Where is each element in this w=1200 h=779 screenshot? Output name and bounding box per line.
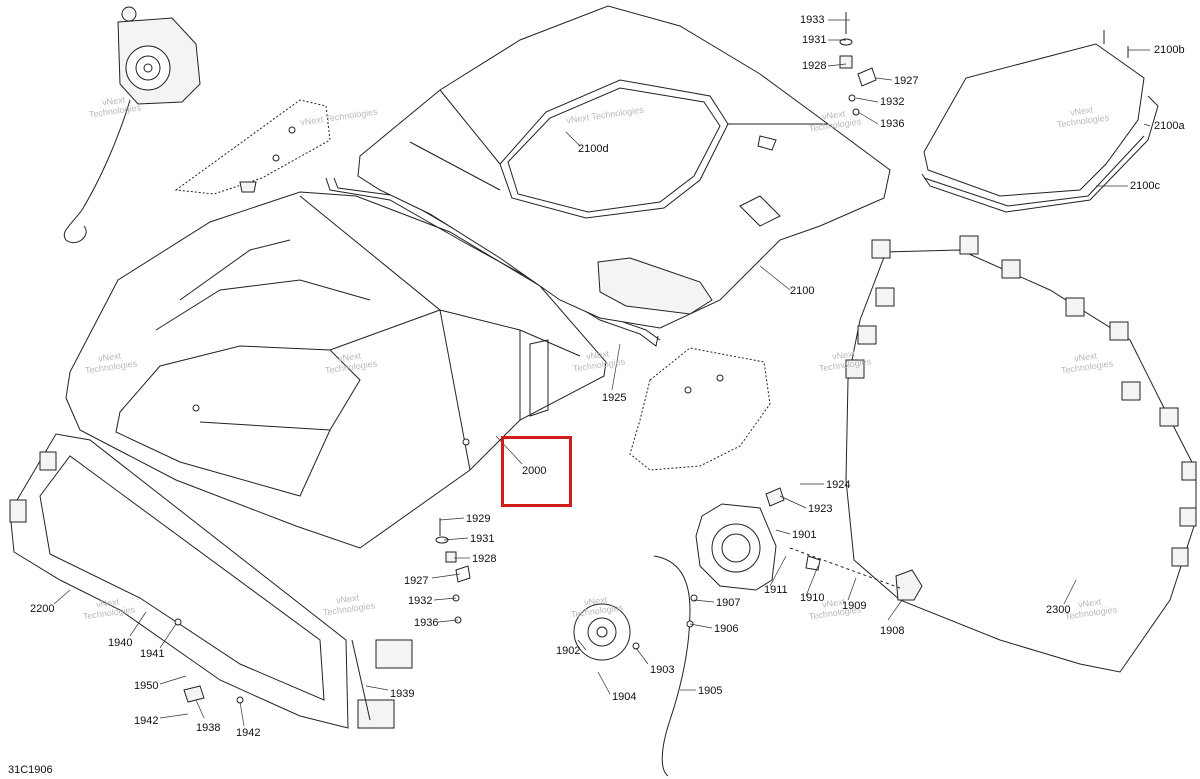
callout-1950[interactable]: 1950 xyxy=(134,680,159,692)
callout-1911[interactable]: 1911 xyxy=(764,584,788,596)
callout-1902[interactable]: 1902 xyxy=(556,645,581,657)
callout-1908[interactable]: 1908 xyxy=(880,625,905,637)
callout-1903[interactable]: 1903 xyxy=(650,664,675,676)
tweeter-1902 xyxy=(573,555,698,777)
callout-1938[interactable]: 1938 xyxy=(196,722,221,734)
callout-1905[interactable]: 1905 xyxy=(698,685,723,697)
callout-1925[interactable]: 1925 xyxy=(602,392,627,404)
callout-1907[interactable]: 1907 xyxy=(716,597,741,609)
callout-2100c[interactable]: 2100c xyxy=(1130,180,1160,192)
diagram-reference-code: 31C1906 xyxy=(8,764,53,776)
rear-roof-2100 xyxy=(357,5,891,329)
callout-1932-left[interactable]: 1932 xyxy=(408,595,433,607)
callout-2100b[interactable]: 2100b xyxy=(1154,44,1185,56)
rear-net-2300 xyxy=(845,235,1197,673)
callout-1901[interactable]: 1901 xyxy=(792,529,817,541)
callout-1942-left[interactable]: 1942 xyxy=(134,715,159,727)
callout-1932-top[interactable]: 1932 xyxy=(880,96,905,108)
roof-panel-2000 xyxy=(65,191,607,549)
callout-1923[interactable]: 1923 xyxy=(808,503,833,515)
right-speaker-pod xyxy=(629,347,771,471)
speaker-1901 xyxy=(695,487,923,601)
hardware-stack-left xyxy=(435,518,471,624)
callout-1931-top[interactable]: 1931 xyxy=(802,34,827,46)
callout-2000[interactable]: 2000 xyxy=(522,465,547,477)
speaker-pod-top-left xyxy=(63,6,201,244)
callout-1929[interactable]: 1929 xyxy=(466,513,491,525)
callout-1904[interactable]: 1904 xyxy=(612,691,637,703)
callout-1936-top[interactable]: 1936 xyxy=(880,118,905,130)
callout-1924[interactable]: 1924 xyxy=(826,479,851,491)
callout-1927-top[interactable]: 1927 xyxy=(894,75,919,87)
callout-1906[interactable]: 1906 xyxy=(714,623,739,635)
hardware-stack-top xyxy=(839,12,1129,116)
left-vent-panel xyxy=(174,99,331,195)
callout-1941[interactable]: 1941 xyxy=(140,648,165,660)
callout-2200[interactable]: 2200 xyxy=(30,603,55,615)
callout-1909[interactable]: 1909 xyxy=(842,600,867,612)
highlight-box-2000[interactable] xyxy=(501,436,572,507)
callout-1939[interactable]: 1939 xyxy=(390,688,415,700)
callout-1927-left[interactable]: 1927 xyxy=(404,575,429,587)
callout-1936-left[interactable]: 1936 xyxy=(414,617,439,629)
callout-2100[interactable]: 2100 xyxy=(790,285,815,297)
door-panel-2200 xyxy=(9,433,413,729)
callout-1928-left[interactable]: 1928 xyxy=(472,553,497,565)
callout-1928-top[interactable]: 1928 xyxy=(802,60,827,72)
callout-1942-right[interactable]: 1942 xyxy=(236,727,261,739)
callout-1933[interactable]: 1933 xyxy=(800,14,825,26)
callout-1940[interactable]: 1940 xyxy=(108,637,133,649)
callout-leader-lines xyxy=(53,19,1151,727)
callout-2100d[interactable]: 2100d xyxy=(578,143,609,155)
callout-2100a[interactable]: 2100a xyxy=(1154,120,1185,132)
callout-2300[interactable]: 2300 xyxy=(1046,604,1071,616)
callout-1910[interactable]: 1910 xyxy=(800,592,825,604)
callout-1931-left[interactable]: 1931 xyxy=(470,533,495,545)
window-panel-2100a xyxy=(921,43,1159,213)
